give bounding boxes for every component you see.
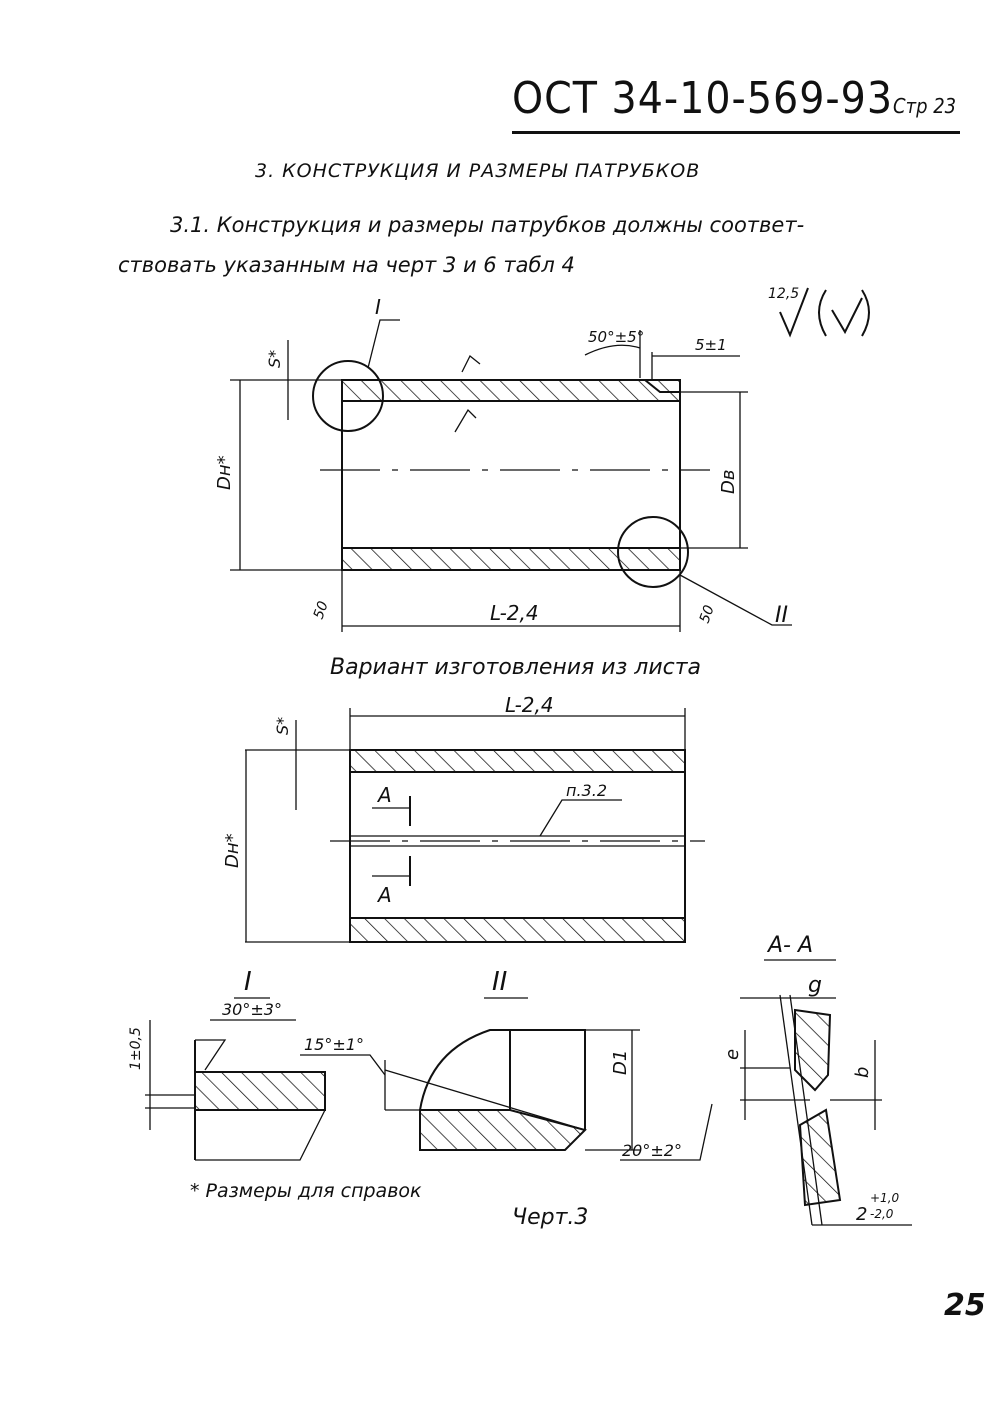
- bevel-angle-label: 50°±5°: [588, 328, 644, 346]
- length-label-bottom: L-2,4: [505, 693, 554, 717]
- outer-diameter-label: Dн*: [214, 455, 235, 490]
- detail-2-view: II 15°±1° D1: [300, 967, 640, 1151]
- roughness-value: 12,5: [768, 286, 799, 302]
- document-code: ОСТ 34-10-569-93Стр 23: [512, 73, 961, 134]
- seam-reference-label: п.3.2: [566, 781, 607, 800]
- detail-label-2: II: [775, 603, 788, 628]
- d1-label: D1: [610, 1050, 631, 1075]
- tolerance-plus: +1,0: [870, 1191, 900, 1205]
- land-1-label: 1±0,5: [128, 1027, 144, 1070]
- footnote: * Размеры для справок: [190, 1180, 422, 1202]
- section-aa-upper: [794, 1008, 832, 1092]
- inner-diameter-label: Dв: [718, 470, 739, 494]
- detail-label-1: I: [375, 295, 381, 319]
- detail-circle-1: [312, 360, 384, 432]
- gap-2-label: 2: [856, 1204, 867, 1225]
- section-title: 3. КОНСТРУКЦИЯ И РАЗМЕРЫ ПАТРУБКОВ: [255, 160, 701, 182]
- section-mark-bottom: A: [376, 883, 392, 907]
- paragraph-3-1: 3.1. Конструкция и размеры патрубков дол…: [118, 213, 805, 277]
- section-aa-view: A- A g e b 20°±2° 2 +1,0 -2,0: [620, 933, 912, 1226]
- dim-e-label: e: [722, 1049, 743, 1060]
- page-number: 25: [944, 1288, 986, 1323]
- pipe-view-sheet: Dн* S* L-2,4 A A п.3.2: [222, 693, 705, 943]
- angle-15-label: 15°±1°: [304, 1035, 364, 1054]
- sheet-outer-diameter-label: Dн*: [222, 833, 243, 868]
- bevel-right-label: 50: [697, 603, 718, 625]
- detail-2-wall: [419, 1109, 587, 1151]
- sheet-wall-top: [349, 749, 686, 773]
- dim-b-label: b: [852, 1067, 873, 1078]
- section-aa-title: A- A: [766, 933, 813, 958]
- angle-30-label: 30°±3°: [222, 1000, 282, 1019]
- pipe-view-top: I II Dн* S* Dв 50°±5° 5±1 L-2,4 50 50: [214, 295, 792, 632]
- sheet-wall-label: S*: [273, 717, 292, 735]
- section-mark-top: A: [376, 783, 392, 807]
- length-label-top: L-2,4: [490, 601, 539, 625]
- land-label: 5±1: [695, 336, 727, 354]
- detail-1-title: I: [244, 967, 252, 997]
- pipe-wall-top: [341, 379, 681, 402]
- section-aa-lower: [798, 1108, 842, 1207]
- detail-1-view: I 30°±3° 1±0,5: [128, 967, 326, 1161]
- variant-caption: Вариант изготовления из листа: [330, 655, 702, 680]
- bevel-left-label: 50: [311, 599, 332, 621]
- detail-1-wall: [194, 1071, 326, 1111]
- detail-circle-2: [617, 516, 689, 588]
- sheet-number: Стр 23: [893, 94, 957, 118]
- wall-thickness-label: S*: [265, 350, 284, 368]
- gap-g-label: g: [808, 973, 822, 998]
- pipe-wall-bottom: [341, 547, 681, 571]
- figure-label: Черт.3: [512, 1205, 589, 1230]
- angle-20-label: 20°±2°: [622, 1141, 682, 1160]
- document-code-text: ОСТ 34-10-569-93: [512, 73, 894, 124]
- tolerance-minus: -2,0: [870, 1207, 894, 1221]
- detail-2-title: II: [492, 967, 507, 997]
- roughness-symbol: 12,5: [768, 286, 870, 338]
- sheet-wall-bottom: [349, 917, 686, 943]
